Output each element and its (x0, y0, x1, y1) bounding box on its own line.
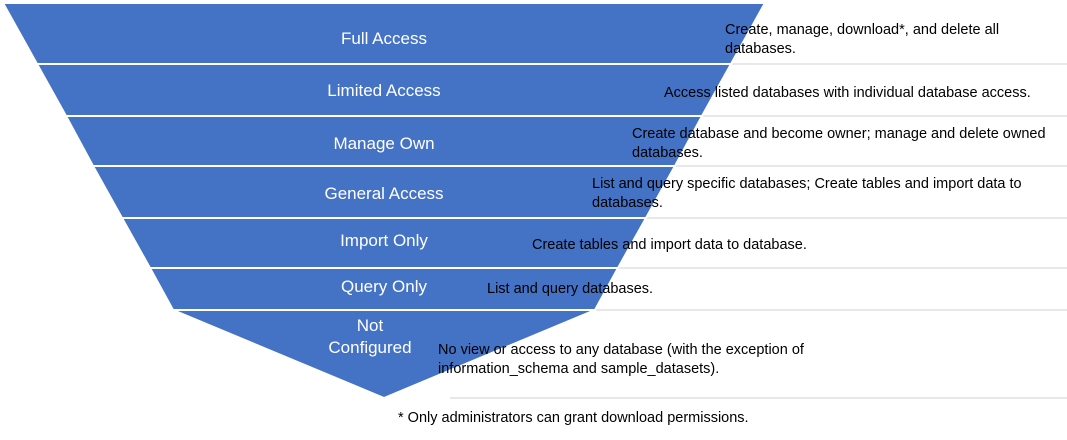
level-description: Create, manage, download*, and delete al… (725, 22, 1000, 57)
level-description: List and query specific databases; Creat… (592, 176, 1022, 211)
funnel-bands (1, 1, 767, 400)
footnote: * Only administrators can grant download… (398, 410, 749, 426)
band-not-configured (172, 309, 596, 400)
level-label: Limited Access (327, 81, 441, 100)
level-label: Full Access (341, 29, 427, 48)
level-label: General Access (324, 184, 444, 203)
level-description: Create tables and import data to databas… (532, 237, 807, 253)
level-label: Import Only (340, 231, 428, 250)
level-description: No view or access to any database (with … (438, 342, 804, 377)
level-label: Not Configured (328, 316, 412, 357)
level-description: List and query databases. (487, 281, 654, 297)
level-label: Query Only (341, 277, 427, 296)
level-description: Create database and become owner; manage… (632, 126, 1046, 161)
level-label: Manage Own (333, 134, 435, 153)
level-description: Access listed databases with individual … (664, 85, 1031, 101)
